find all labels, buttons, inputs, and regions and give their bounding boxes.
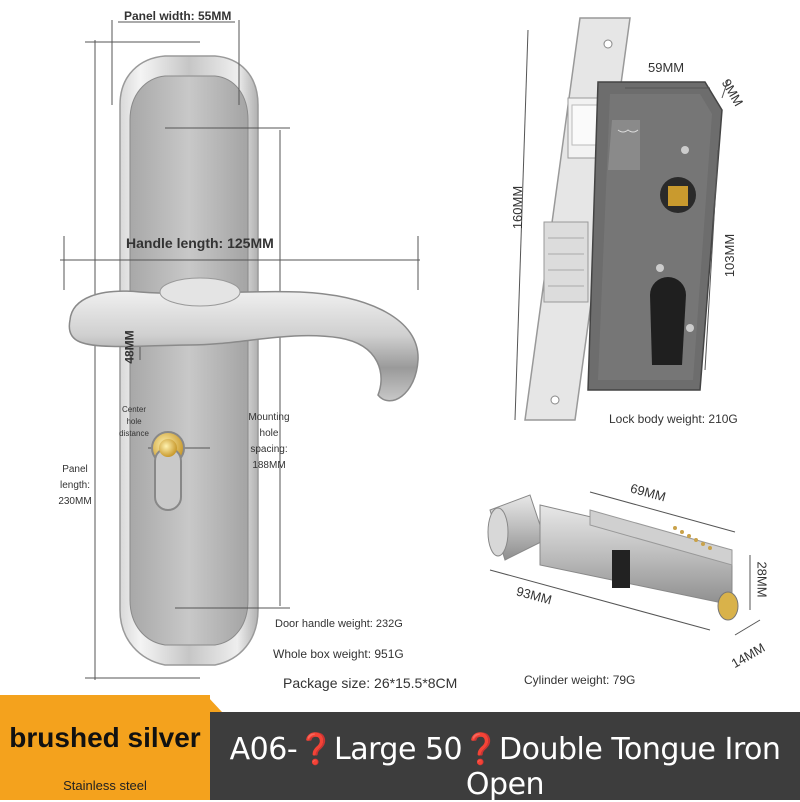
panel-length-label: Panel length: 230MM [50,462,100,510]
finish-name: brushed silver [9,722,201,753]
lock-body-illustration [514,17,729,421]
door-handle-illustration [60,20,420,680]
mounting-hole-line-2: hole [259,428,279,439]
lock-cylinder-cutout [650,277,686,365]
center-hole-label: Center hole distance [116,404,152,440]
panel-length-line-2: length: [59,480,91,491]
center-hole-line-1: Center [121,405,146,414]
whole-box-weight-label: Whole box weight: 951G [273,647,404,661]
handle-height-label: 48MM [122,330,137,364]
finish-banner-notch [208,697,222,712]
mounting-hole-line-1: Mounting [248,412,290,423]
mounting-hole-line-4: 188MM [252,460,286,471]
cylinder-cam [612,550,630,588]
model-banner [210,712,800,800]
cylinder-weight-label: Cylinder weight: 79G [524,673,636,687]
model-name: A06-❓Large 50❓Double Tongue Iron Open [229,732,781,802]
panel-length-line-3: 230MM [58,496,92,507]
panel-width-label: Panel width: 55MM [124,9,232,23]
panel-inner [129,75,249,646]
lock-body-weight-label: Lock body weight: 210G [609,412,738,426]
cylinder-height-label: 28MM [754,561,770,598]
handle-rose [159,277,241,307]
handle-length-label: Handle length: 125MM [126,235,274,251]
door-handle-weight-label: Door handle weight: 232G [275,618,403,630]
cylinder-illustration [487,491,761,636]
center-hole-line-2: hole [126,417,142,426]
lock-deadbolt [543,221,589,303]
cylinder-hole-slot [154,447,182,511]
package-size-label: Package size: 26*15.5*8CM [283,675,458,691]
cylinder-keyhole [717,591,739,621]
panel-length-line-1: Panel [62,464,88,475]
mounting-hole-line-3: spacing: [250,444,288,455]
center-hole-line-3: distance [119,429,149,438]
material-label: Stainless steel [63,778,147,793]
lock-width-label: 59MM [648,60,685,75]
mounting-hole-label: Mounting hole spacing: 188MM [246,410,292,474]
lock-body-height-label: 103MM [722,233,738,278]
lock-height-label: 160MM [510,185,526,230]
finish-banner [0,695,210,800]
